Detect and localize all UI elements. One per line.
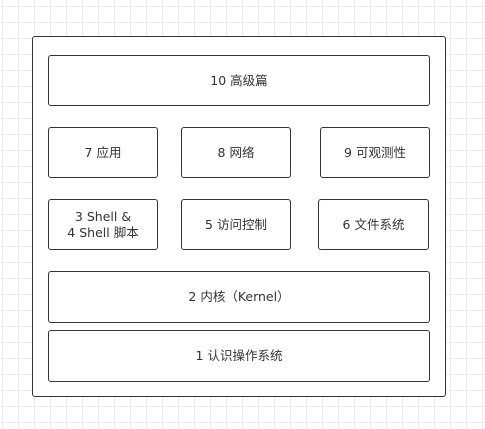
layer-access-control-label: 5 访问控制 xyxy=(205,216,267,232)
layer-access-control: 5 访问控制 xyxy=(181,199,291,250)
layer-filesystem: 6 文件系统 xyxy=(318,199,429,250)
layer-observability: 9 可观测性 xyxy=(320,127,430,178)
layer-kernel-label: 2 内核（Kernel） xyxy=(188,289,290,304)
layer-shell-label: 3 Shell & 4 Shell 脚本 xyxy=(67,208,139,240)
layer-network-label: 8 网络 xyxy=(217,144,255,160)
layer-application: 7 应用 xyxy=(48,127,158,178)
layer-network: 8 网络 xyxy=(181,127,291,178)
layer-filesystem-label: 6 文件系统 xyxy=(342,216,405,232)
layer-kernel: 2 内核（Kernel） xyxy=(48,271,430,323)
layer-observability-label: 9 可观测性 xyxy=(344,144,406,160)
layer-intro-label: 1 认识操作系统 xyxy=(195,348,283,363)
layer-intro: 1 认识操作系统 xyxy=(48,330,430,382)
layer-shell: 3 Shell & 4 Shell 脚本 xyxy=(48,199,158,250)
layer-advanced: 10 高级篇 xyxy=(48,55,430,106)
layer-advanced-label: 10 高级篇 xyxy=(210,72,268,88)
layer-application-label: 7 应用 xyxy=(84,144,122,160)
